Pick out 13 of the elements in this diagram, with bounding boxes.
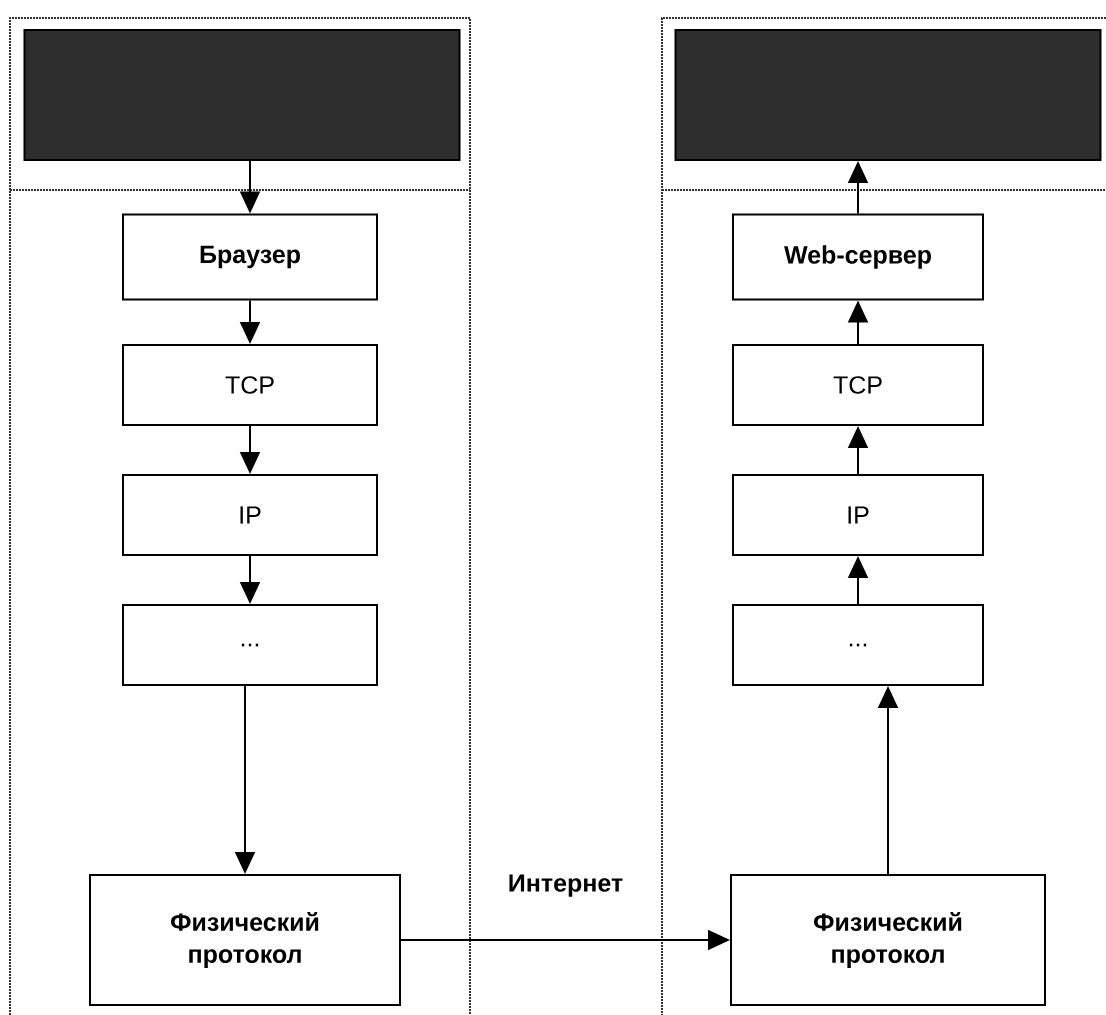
process-box: Web-сервер <box>732 213 984 301</box>
process-box: ... <box>122 604 378 686</box>
edge-label: Интернет <box>509 874 623 897</box>
process-box: TCP <box>122 344 378 426</box>
process-box: Браузер <box>122 213 378 301</box>
process-box: Физический протокол <box>89 874 401 1006</box>
process-box: IP <box>122 474 378 556</box>
shaded-box <box>674 29 1102 161</box>
process-box: Физический протокол <box>730 874 1046 1006</box>
process-box: ... <box>732 604 984 686</box>
process-box: IP <box>732 474 984 556</box>
process-box: TCP <box>732 344 984 426</box>
shaded-box <box>23 29 461 161</box>
